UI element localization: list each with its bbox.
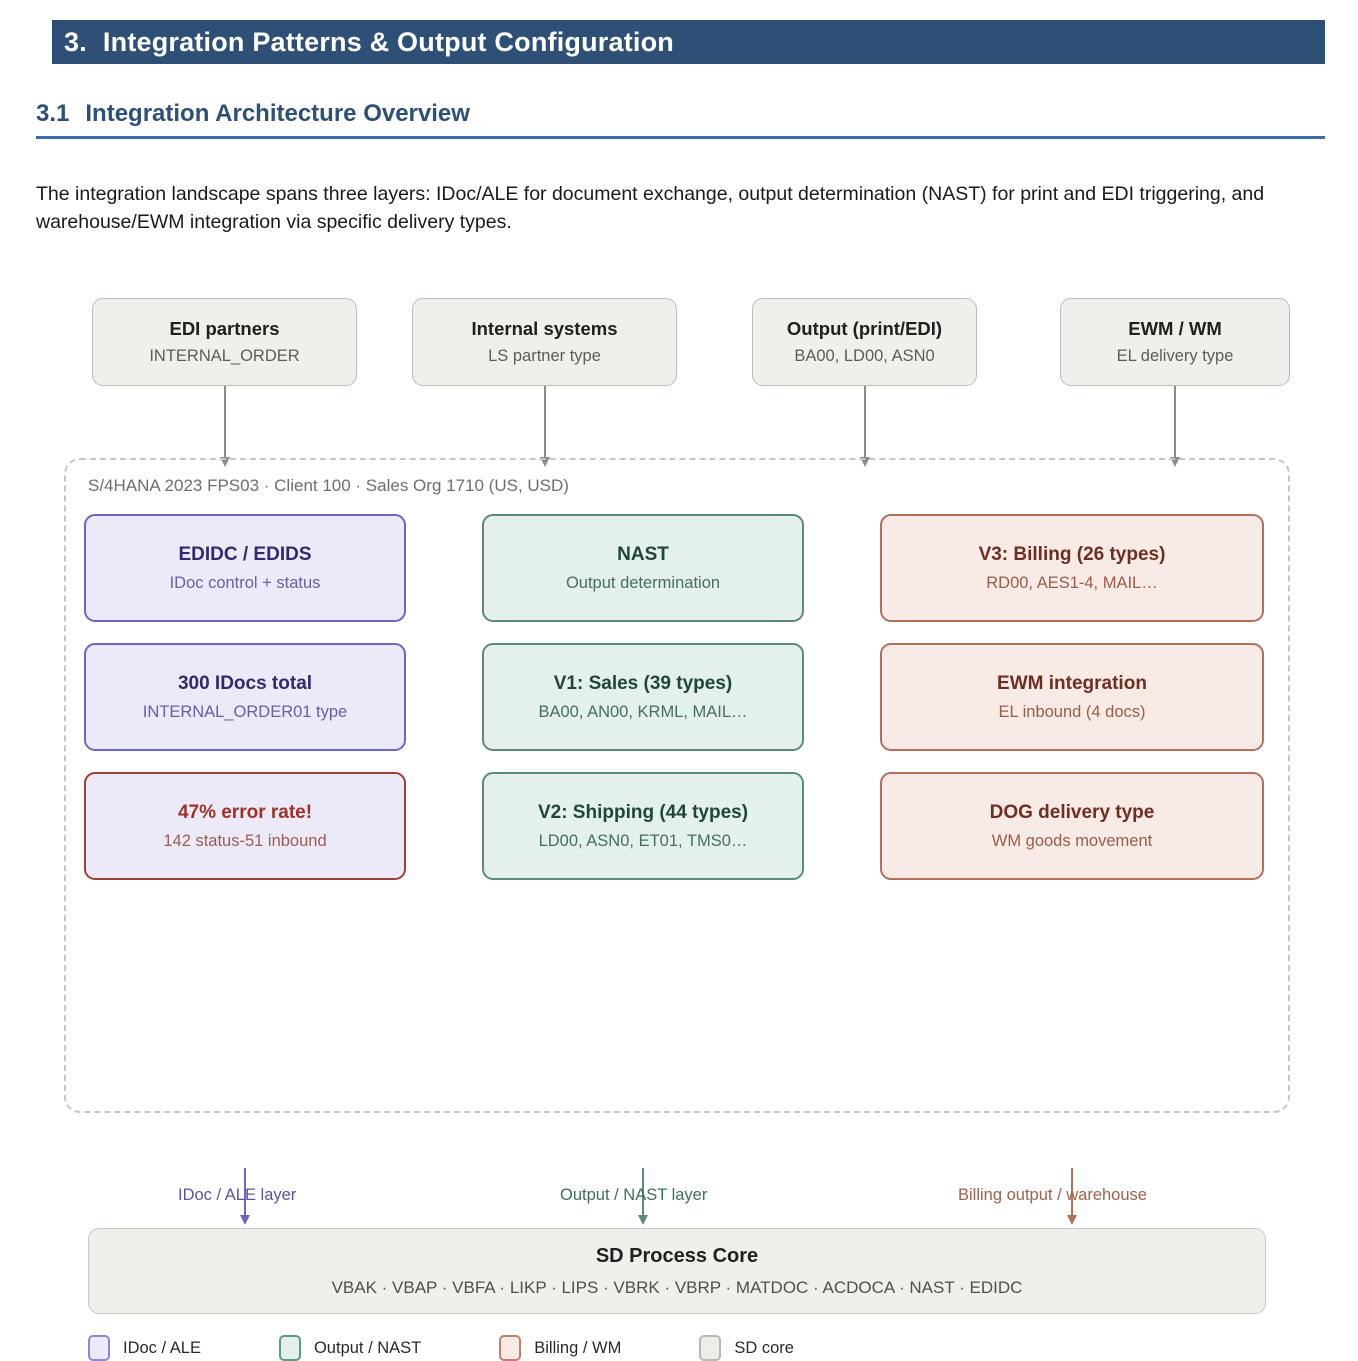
card-v1-sales: V1: Sales (39 types) BA00, AN00, KRML, M… <box>482 643 804 751</box>
system-caption: S/4HANA 2023 FPS03 · Client 100 · Sales … <box>88 476 569 495</box>
card-v2-shipping: V2: Shipping (44 types) LD00, ASN0, ET01… <box>482 772 804 880</box>
card-edidc-edids: EDIDC / EDIDS IDoc control + status <box>84 514 406 622</box>
card-subtitle: LD00, ASN0, ET01, TMS0… <box>538 831 748 850</box>
card-dog-delivery-type: DOG delivery type WM goods movement <box>880 772 1264 880</box>
arrow-down-icon <box>858 386 871 467</box>
core-title: SD Process Core <box>595 1244 759 1267</box>
legend-swatch-icon <box>278 1335 301 1361</box>
card-subtitle: IDoc control + status <box>169 573 321 592</box>
external-source-title: Output (print/EDI) <box>786 318 943 339</box>
card-subtitle: WM goods movement <box>991 831 1153 850</box>
card-subtitle: Output determination <box>565 573 721 592</box>
legend-item-sd-core: SD core <box>699 1335 794 1361</box>
external-source-subtitle: BA00, LD00, ASN0 <box>794 347 935 365</box>
layer-label-billing-warehouse: Billing output / warehouse <box>958 1186 1147 1204</box>
system-boundary-container <box>64 458 1290 1113</box>
card-title: V1: Sales (39 types) <box>553 672 733 694</box>
card-title: 47% error rate! <box>177 801 313 823</box>
card-title: 300 IDocs total <box>177 672 313 694</box>
layer-label-output-nast: Output / NAST layer <box>560 1186 708 1204</box>
legend-item-output-nast: Output / NAST <box>278 1335 422 1361</box>
arrow-down-icon <box>218 386 231 467</box>
external-source-subtitle: INTERNAL_ORDER <box>149 347 300 365</box>
section-title: Integration Patterns & Output Configurat… <box>102 26 674 57</box>
legend-label: SD core <box>734 1338 794 1357</box>
legend-label: IDoc / ALE <box>123 1338 201 1357</box>
subsection-title: Integration Architecture Overview <box>85 100 470 127</box>
legend-item-billing-wm: Billing / WM <box>499 1335 621 1361</box>
legend-swatch-icon <box>88 1335 110 1361</box>
card-title: DOG delivery type <box>989 801 1155 823</box>
card-subtitle: 142 status-51 inbound <box>163 831 327 850</box>
card-subtitle: BA00, AN00, KRML, MAIL… <box>538 702 748 721</box>
external-source-title: EWM / WM <box>1128 318 1222 339</box>
card-title: EDIDC / EDIDS <box>178 543 312 565</box>
card-subtitle: INTERNAL_ORDER01 type <box>142 702 348 721</box>
arrow-down-icon <box>1168 386 1181 467</box>
external-source-subtitle: EL delivery type <box>1116 347 1234 365</box>
card-nast: NAST Output determination <box>482 514 804 622</box>
card-title: EWM integration <box>997 672 1147 694</box>
subsection-heading: 3.1 Integration Architecture Overview <box>36 100 1325 139</box>
card-subtitle: RD00, AES1-4, MAIL… <box>986 573 1158 592</box>
card-v3-billing: V3: Billing (26 types) RD00, AES1-4, MAI… <box>880 514 1264 622</box>
external-source-output: Output (print/EDI) BA00, LD00, ASN0 <box>752 298 977 386</box>
card-title: V2: Shipping (44 types) <box>537 801 749 823</box>
card-title: NAST <box>617 543 669 565</box>
diagram-legend: IDoc / ALE Output / NAST Billing / WM SD… <box>88 1335 872 1361</box>
section-number: 3. <box>64 26 87 57</box>
core-tables: VBAK · VBAP · VBFA · LIKP · LIPS · VBRK … <box>331 1277 1023 1297</box>
legend-swatch-icon <box>499 1335 522 1361</box>
external-source-subtitle: LS partner type <box>488 347 601 365</box>
legend-label: Billing / WM <box>534 1338 622 1357</box>
section-header-bar: 3. Integration Patterns & Output Configu… <box>52 20 1325 64</box>
external-source-title: EDI partners <box>169 318 280 339</box>
card-error-rate: 47% error rate! 142 status-51 inbound <box>84 772 406 880</box>
external-source-title: Internal systems <box>471 318 618 339</box>
subsection-number: 3.1 <box>36 100 70 127</box>
arrow-down-icon <box>538 386 551 467</box>
layer-label-idoc-ale: IDoc / ALE layer <box>178 1186 297 1204</box>
card-subtitle: EL inbound (4 docs) <box>998 702 1146 721</box>
legend-swatch-icon <box>699 1335 722 1361</box>
card-idocs-total: 300 IDocs total INTERNAL_ORDER01 type <box>84 643 406 751</box>
sd-process-core-box: SD Process Core VBAK · VBAP · VBFA · LIK… <box>88 1228 1266 1314</box>
external-source-edi-partners: EDI partners INTERNAL_ORDER <box>92 298 357 386</box>
legend-item-idoc-ale: IDoc / ALE <box>88 1335 201 1361</box>
external-source-internal-systems: Internal systems LS partner type <box>412 298 677 386</box>
integration-architecture-diagram: EDI partners INTERNAL_ORDER Internal sys… <box>0 270 1358 1361</box>
external-source-ewm-wm: EWM / WM EL delivery type <box>1060 298 1290 386</box>
legend-label: Output / NAST <box>313 1338 422 1357</box>
intro-paragraph: The integration landscape spans three la… <box>36 182 1265 233</box>
card-title: V3: Billing (26 types) <box>978 543 1166 565</box>
card-ewm-integration: EWM integration EL inbound (4 docs) <box>880 643 1264 751</box>
